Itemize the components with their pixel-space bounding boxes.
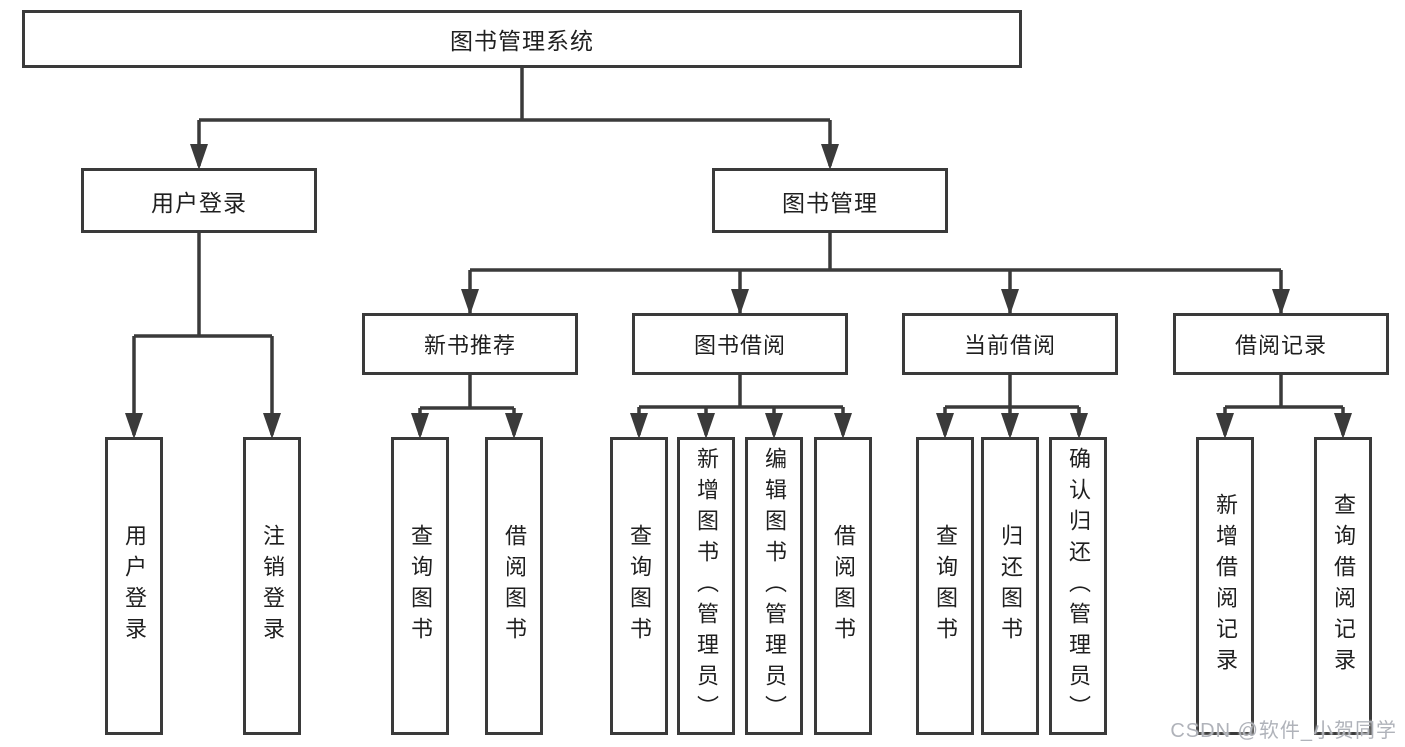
connector-current-borrow-children [936, 375, 1088, 439]
leaf-borrow-add-books-admin: 新增图书（管理员） [677, 437, 735, 735]
leaf-current-confirm-return-admin-label: 确认归还（管理员） [1066, 446, 1091, 726]
node-book-borrowing: 图书借阅 [632, 313, 848, 375]
leaf-current-return-books: 归还图书 [981, 437, 1039, 735]
connector-root-to-level2 [190, 66, 839, 170]
node-new-book-recommend: 新书推荐 [362, 313, 578, 375]
connector-borrow-records-children [1216, 375, 1352, 439]
leaf-borrow-borrow-books: 借阅图书 [814, 437, 872, 735]
node-user-login: 用户登录 [81, 168, 317, 233]
node-borrowing-records: 借阅记录 [1173, 313, 1389, 375]
node-root-system-label: 图书管理系统 [450, 28, 594, 54]
leaf-newbooks-query-books: 查询图书 [391, 437, 449, 735]
leaf-borrow-edit-books-admin-label: 编辑图书（管理员） [762, 446, 787, 726]
node-root-system: 图书管理系统 [22, 10, 1022, 68]
leaf-borrow-add-books-admin-label: 新增图书（管理员） [694, 446, 719, 726]
leaf-records-query-record-label: 查询借阅记录 [1331, 493, 1356, 679]
node-book-management: 图书管理 [712, 168, 948, 233]
leaf-borrow-query-books-label: 查询图书 [627, 524, 652, 648]
leaf-logout-label: 注销登录 [260, 524, 285, 648]
leaf-borrow-query-books: 查询图书 [610, 437, 668, 735]
leaf-records-add-record: 新增借阅记录 [1196, 437, 1254, 735]
leaf-user-login: 用户登录 [105, 437, 163, 735]
connector-book-borrow-children [630, 375, 852, 439]
leaf-borrow-edit-books-admin: 编辑图书（管理员） [745, 437, 803, 735]
leaf-newbooks-borrow-books: 借阅图书 [485, 437, 543, 735]
leaf-logout: 注销登录 [243, 437, 301, 735]
leaf-newbooks-query-books-label: 查询图书 [408, 524, 433, 648]
node-user-login-label: 用户登录 [151, 189, 247, 216]
leaf-current-query-books: 查询图书 [916, 437, 974, 735]
leaf-records-query-record: 查询借阅记录 [1314, 437, 1372, 735]
leaf-borrow-borrow-books-label: 借阅图书 [831, 524, 856, 648]
leaf-current-confirm-return-admin: 确认归还（管理员） [1049, 437, 1107, 735]
node-new-book-recommend-label: 新书推荐 [423, 333, 516, 358]
connector-book-mgmt-children [461, 233, 1290, 315]
connector-user-login-children [125, 233, 281, 439]
node-book-borrowing-label: 图书借阅 [693, 333, 786, 358]
node-current-borrowing: 当前借阅 [902, 313, 1118, 375]
node-book-management-label: 图书管理 [782, 189, 878, 216]
leaf-records-add-record-label: 新增借阅记录 [1213, 493, 1238, 679]
csdn-watermark: CSDN @软件_小贺同学 [1170, 720, 1397, 742]
leaf-current-return-books-label: 归还图书 [998, 524, 1023, 648]
connector-new-books-children [411, 375, 523, 439]
leaf-newbooks-borrow-books-label: 借阅图书 [502, 524, 527, 648]
node-current-borrowing-label: 当前借阅 [963, 333, 1056, 358]
leaf-user-login-label: 用户登录 [122, 524, 147, 648]
leaf-current-query-books-label: 查询图书 [933, 524, 958, 648]
node-borrowing-records-label: 借阅记录 [1234, 333, 1327, 358]
